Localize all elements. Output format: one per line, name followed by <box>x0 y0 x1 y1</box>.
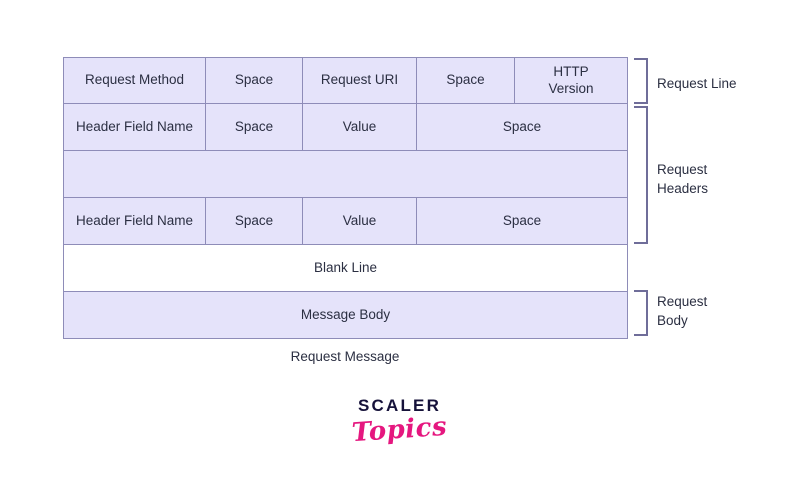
bracket-request-line <box>634 58 648 104</box>
bracket-label-request-body: Request Body <box>657 294 708 328</box>
header-row-2: Header Field Name Space Value Space <box>64 197 627 244</box>
cell-value-1: Value <box>302 104 416 150</box>
bracket-request-body <box>634 290 648 336</box>
cell-blank-line: Blank Line <box>313 259 378 275</box>
cell-value-2: Value <box>302 198 416 244</box>
header-ellipsis-row <box>64 150 627 197</box>
cell-space-2: Space <box>416 58 514 103</box>
scaler-topics-logo: SCALER Topics <box>0 396 799 448</box>
cell-request-uri: Request URI <box>302 58 416 103</box>
cell-request-method: Request Method <box>84 72 185 88</box>
bracket-label-request-line: Request Line <box>657 76 737 91</box>
diagram-caption: Request Message <box>290 349 400 364</box>
bracket-request-headers <box>634 106 648 244</box>
message-body-row: Message Body <box>64 291 627 338</box>
cell-http-version: HTTP Version <box>514 58 627 103</box>
header-row-1: Header Field Name Space Value Space <box>64 103 627 150</box>
cell-space-5: Space <box>205 198 302 244</box>
cell-space-4: Space <box>416 104 627 150</box>
cell-header-ellipsis <box>64 151 627 197</box>
blank-line-row: Blank Line <box>64 244 627 291</box>
bracket-label-request-headers: Request Headers <box>657 162 709 196</box>
cell-header-field-name-1: Header Field Name <box>75 118 194 134</box>
request-line-row: Request Method Space Request URI Space H… <box>64 58 627 103</box>
cell-header-field-name-2: Header Field Name <box>75 212 194 228</box>
cell-space-6: Space <box>416 198 627 244</box>
cell-message-body: Message Body <box>300 306 391 322</box>
cell-space-3: Space <box>205 104 302 150</box>
logo-scaler-wordmark: SCALER <box>357 396 442 415</box>
request-message-diagram: Request Method Space Request URI Space H… <box>63 57 628 339</box>
cell-space-1: Space <box>205 58 302 103</box>
